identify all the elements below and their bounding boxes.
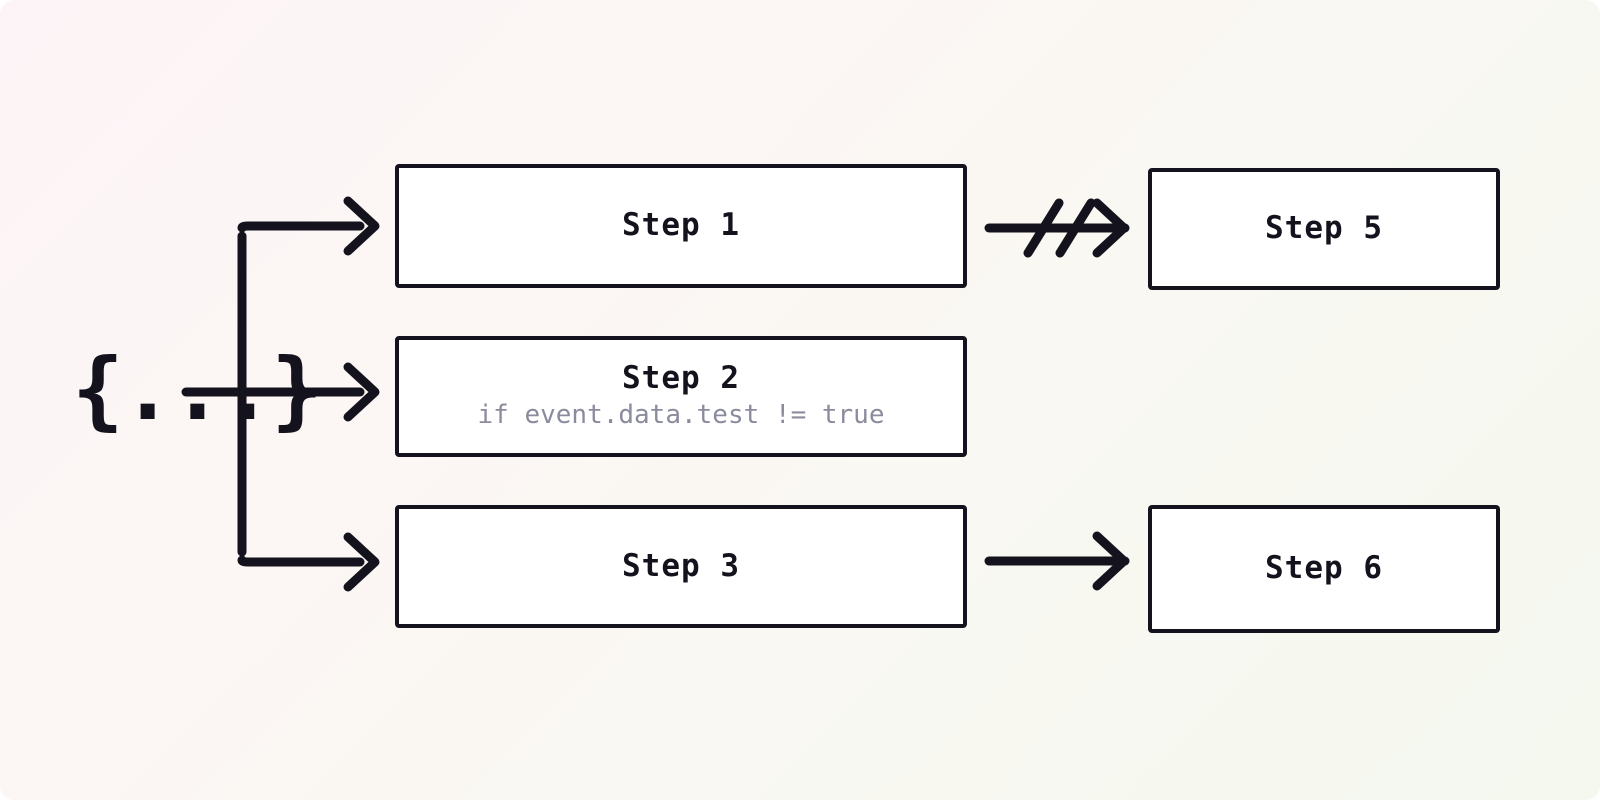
skip-slash-icon xyxy=(1023,198,1096,258)
step-box-step-2[interactable]: Step 2 if event.data.test != true xyxy=(395,336,967,457)
step-box-step-6[interactable]: Step 6 xyxy=(1148,505,1500,633)
event-payload-icon[interactable]: {...} xyxy=(72,340,323,440)
step-title: Step 5 xyxy=(1265,210,1383,247)
arrowhead-to-step-2 xyxy=(343,362,380,422)
step-condition: if event.data.test != true xyxy=(477,400,885,431)
connector-step-3-to-step-6 xyxy=(984,531,1130,591)
step-box-step-3[interactable]: Step 3 xyxy=(395,505,967,628)
step-title: Step 3 xyxy=(622,547,740,584)
arrowhead-to-step-1 xyxy=(343,196,380,256)
step-box-step-1[interactable]: Step 1 xyxy=(395,164,967,288)
step-title: Step 2 xyxy=(622,360,740,397)
step-title: Step 1 xyxy=(622,207,740,244)
step-title: Step 6 xyxy=(1265,550,1383,587)
connector-step-1-to-step-5 xyxy=(984,198,1130,258)
arrowhead-to-step-3 xyxy=(343,532,380,592)
step-box-step-5[interactable]: Step 5 xyxy=(1148,168,1500,290)
